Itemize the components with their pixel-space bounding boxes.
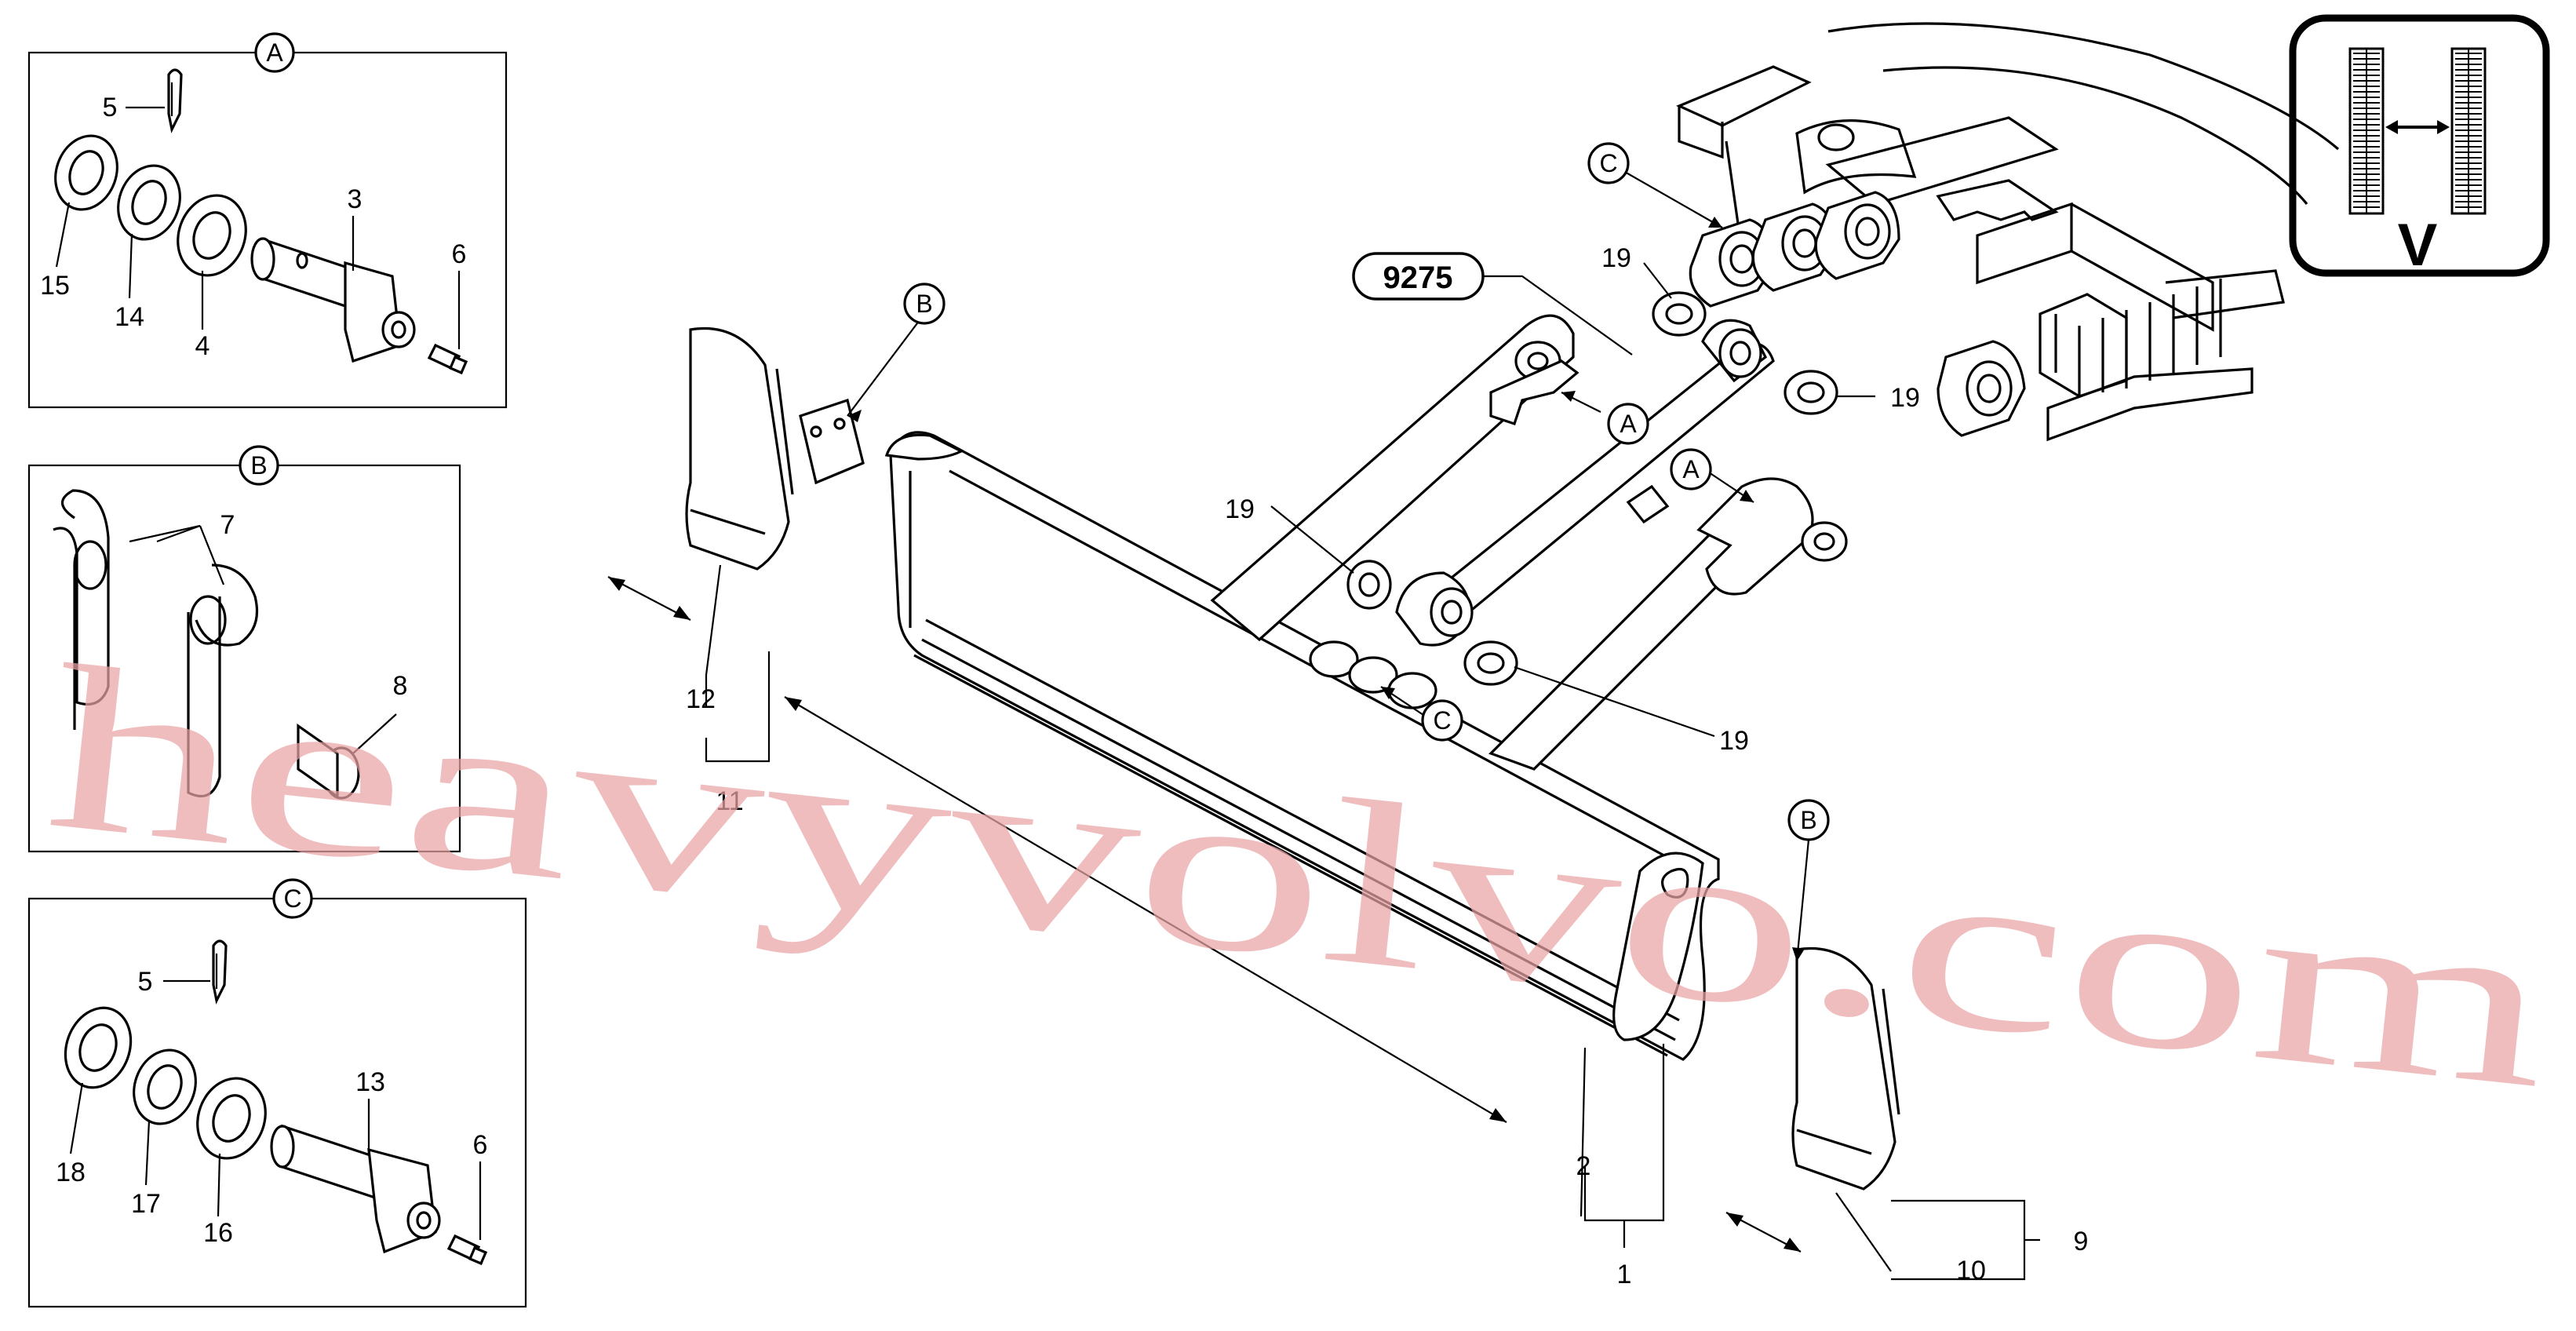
callout-a-5: 5: [103, 93, 118, 122]
track-left-hatch: [2353, 49, 2380, 213]
main-leader-lines: [705, 164, 2040, 1281]
push-arm-left: [1210, 314, 1579, 642]
callout-c-5: 5: [138, 967, 153, 997]
pin-13: [270, 1124, 441, 1254]
callout-9: 9: [2074, 1227, 2089, 1256]
panel-c-label: C: [283, 884, 301, 913]
washer-19-a: [1652, 291, 1707, 337]
ref-c-mid: C: [1433, 706, 1451, 735]
washer-4: [177, 194, 247, 277]
hydraulic-cylinder: [1395, 319, 1775, 647]
cotter-pin: [167, 68, 183, 133]
washer-19-c: [1346, 560, 1392, 610]
callout-11: 11: [716, 786, 743, 816]
callout-b-7: 7: [220, 510, 235, 540]
reference-number-box: 9275: [1352, 252, 1485, 301]
washer-19-d: [1463, 640, 1518, 686]
ref-a-2: A: [1682, 455, 1700, 483]
main-callouts: 19 19 19 19 12 11 2 1 9 10: [686, 243, 2088, 1289]
panel-a-label: A: [266, 38, 283, 67]
washer-14: [117, 164, 181, 241]
callout-a-3: 3: [348, 184, 363, 214]
cotter-pin-c: [212, 939, 228, 1005]
callout-a-6: 6: [452, 239, 467, 269]
ref-a-1: A: [1620, 410, 1637, 438]
machine-frame: [1675, 22, 2340, 442]
washer-18: [64, 1006, 133, 1089]
ref-c-top: C: [1599, 149, 1617, 177]
detail-panel-b: B 7 8: [27, 445, 461, 853]
callout-19-bottom: 19: [1719, 726, 1749, 756]
pin-8: [297, 723, 360, 800]
view-marker-symbol: V: [2289, 14, 2550, 279]
callout-19-right: 19: [1890, 383, 1920, 413]
callout-c-17: 17: [131, 1189, 161, 1219]
callout-10: 10: [1956, 1256, 1986, 1285]
track-right-hatch: [2455, 49, 2482, 213]
clip-right: [187, 563, 259, 797]
washer-16: [196, 1077, 267, 1160]
callout-c-16: 16: [203, 1218, 233, 1248]
grease-nipple: [427, 343, 468, 375]
callout-c-18: 18: [56, 1158, 86, 1187]
callout-a-15: 15: [40, 271, 70, 301]
dozer-blade: [884, 431, 1720, 1061]
callout-12: 12: [686, 684, 716, 714]
cutting-edge-right: [1791, 946, 1900, 1191]
detail-panel-c: C 5 18 17 16: [27, 878, 527, 1308]
callout-a-14: 14: [115, 302, 144, 332]
cutting-edge-left: [685, 326, 865, 571]
ref-b-right: B: [1800, 806, 1816, 834]
callout-19-left: 19: [1225, 494, 1255, 524]
panel-b-label: B: [250, 451, 267, 480]
callout-c-13: 13: [355, 1067, 385, 1097]
pin-3: [250, 237, 416, 363]
view-letter: V: [2398, 212, 2438, 279]
grease-nipple-c: [446, 1234, 488, 1266]
washer-17: [133, 1048, 197, 1125]
push-arm-right: [1488, 477, 1848, 771]
reference-number: 9275: [1383, 261, 1453, 295]
ref-b-left: B: [916, 290, 932, 318]
callout-a-4: 4: [195, 331, 210, 361]
double-arrow-icon: [2385, 120, 2450, 134]
circle-markers: B B A A C C: [903, 142, 1830, 841]
callout-2: 2: [1576, 1151, 1591, 1181]
washer-19-b: [1784, 370, 1838, 415]
callout-19-top: 19: [1601, 243, 1631, 273]
callout-1: 1: [1617, 1260, 1632, 1289]
callout-b-8: 8: [393, 671, 408, 701]
detail-panel-a: A 5 15 14 4: [27, 32, 508, 409]
callout-c-6: 6: [473, 1130, 488, 1160]
washer-15: [54, 134, 118, 211]
clip-left: [53, 489, 110, 730]
dimension-lines: [607, 576, 1802, 1253]
